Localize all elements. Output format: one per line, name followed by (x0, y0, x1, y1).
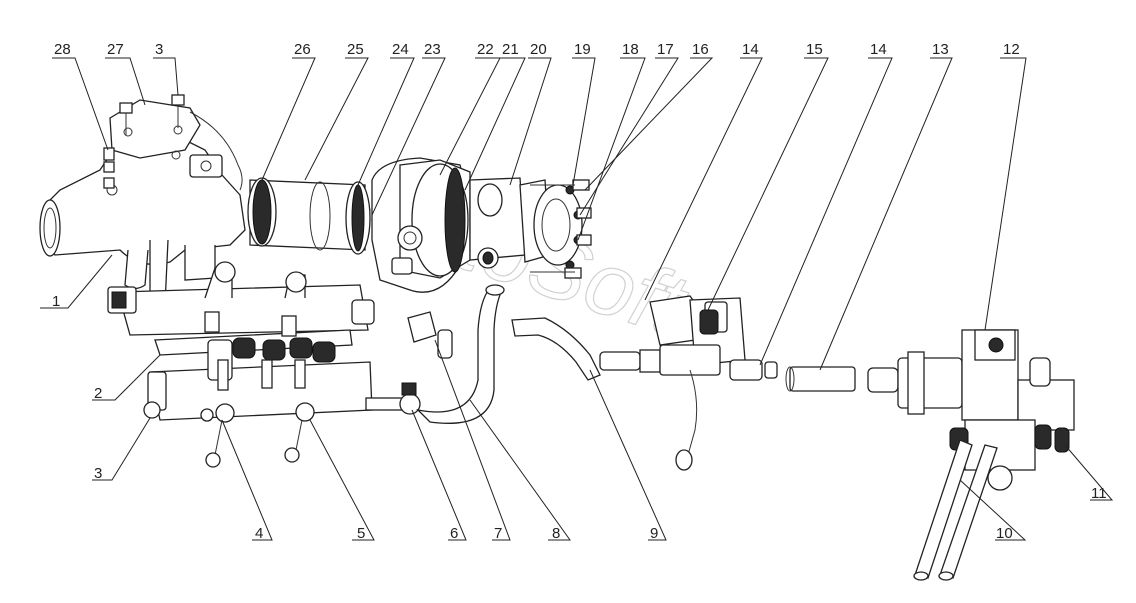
callout-26: 26 (294, 41, 311, 58)
callout-16: 16 (692, 41, 709, 58)
callout-6: 6 (450, 525, 458, 542)
callout-22: 22 (477, 41, 494, 58)
valve-assembly-part (599, 295, 778, 471)
callout-24: 24 (392, 41, 409, 58)
callout-28: 28 (54, 41, 71, 58)
callout-18: 18 (622, 41, 639, 58)
callout-13: 13 (932, 41, 949, 58)
callout-14-left: 14 (742, 41, 759, 58)
callout-25: 25 (347, 41, 364, 58)
top-bolts (103, 94, 185, 189)
callout-11: 11 (1091, 485, 1107, 502)
bottom-bolts (143, 401, 315, 468)
callout-19: 19 (574, 41, 591, 58)
callout-3-bottom: 3 (94, 465, 102, 482)
callout-2: 2 (94, 385, 102, 402)
callout-4: 4 (255, 525, 263, 542)
callout-17: 17 (657, 41, 674, 58)
callout-27: 27 (107, 41, 124, 58)
pump-housing-part (371, 157, 526, 293)
leader-lines (40, 57, 1114, 541)
callout-10: 10 (996, 525, 1013, 542)
manifold-part (107, 261, 375, 421)
callout-20: 20 (530, 41, 547, 58)
callout-12: 12 (1003, 41, 1020, 58)
hose-part (416, 284, 505, 424)
callout-1: 1 (52, 293, 60, 310)
callout-5: 5 (357, 525, 365, 542)
callout-9: 9 (650, 525, 658, 542)
main-housing-part (39, 129, 246, 306)
callout-21: 21 (502, 41, 519, 58)
short-tube-part (785, 366, 856, 392)
callout-8: 8 (552, 525, 560, 542)
pipe-part (511, 317, 601, 381)
coupling-hose-part (247, 177, 371, 255)
callout-14-right: 14 (870, 41, 887, 58)
control-valve-block-part (867, 329, 1075, 581)
hose-fitting-part (365, 311, 453, 415)
callout-labels: 1 2 3 4 5 6 7 8 9 10 11 12 13 14 15 14 1… (52, 41, 1107, 542)
callout-15: 15 (806, 41, 823, 58)
callout-23: 23 (424, 41, 441, 58)
callout-3-top: 3 (155, 41, 163, 58)
valve-clamps-row (207, 337, 336, 391)
callout-7: 7 (494, 525, 502, 542)
